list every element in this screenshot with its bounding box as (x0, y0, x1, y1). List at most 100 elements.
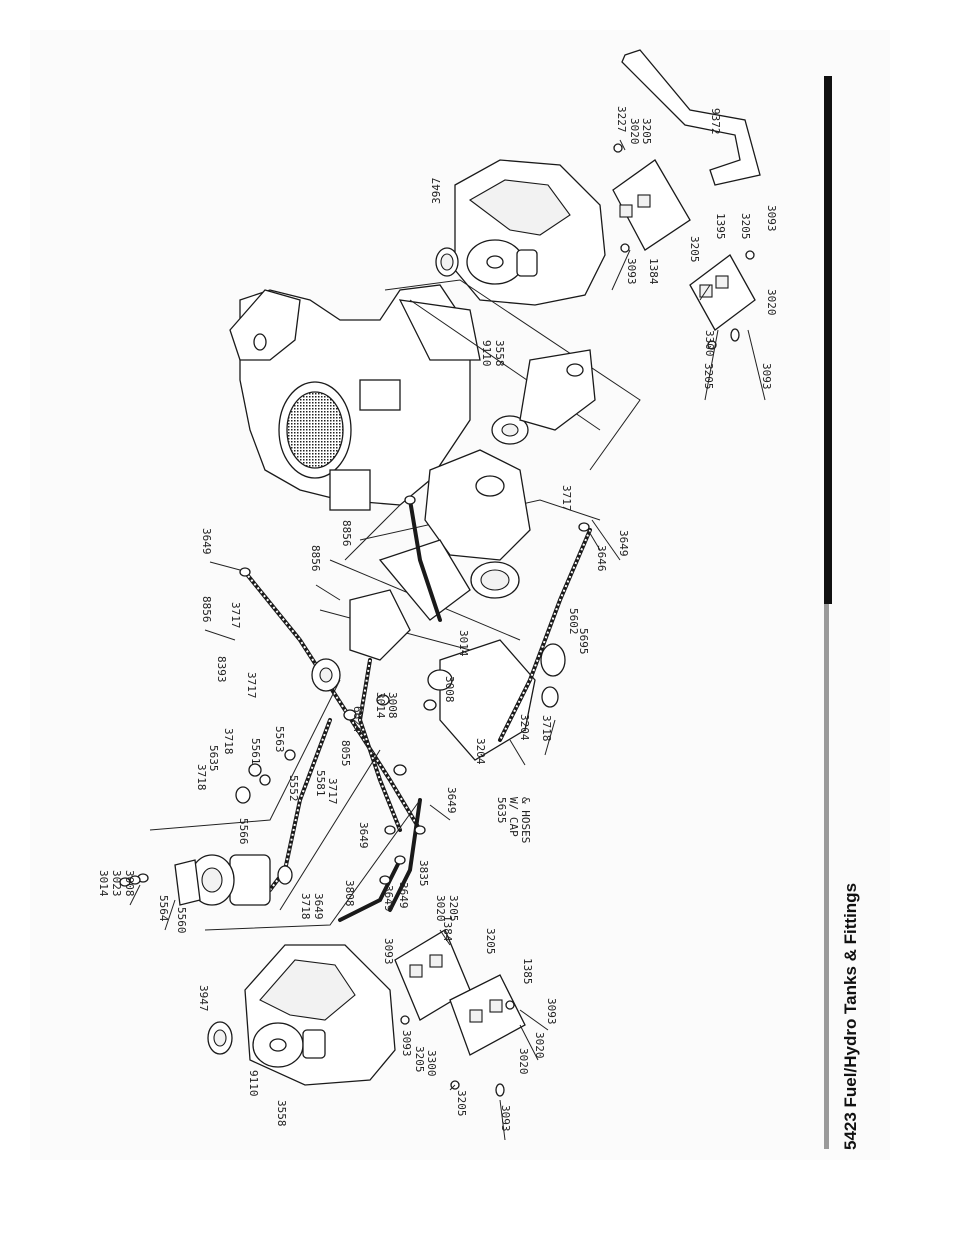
callout-3023: 3023 (110, 870, 123, 897)
callout-5635: 5635 (207, 745, 220, 772)
callout-3020: 3020 (533, 1032, 546, 1059)
callout-3718: 3718 (540, 715, 553, 742)
callout-3300: 3300 (425, 1050, 438, 1077)
callout-3717: 3717 (229, 602, 242, 629)
callout-9110: 9110 (247, 1070, 260, 1097)
callout-3649: 3649 (617, 530, 630, 557)
callout-3205: 3205 (640, 118, 653, 145)
callout-3020: 3020 (434, 895, 447, 922)
callout-3205: 3205 (447, 895, 460, 922)
callout-3093: 3093 (765, 205, 778, 232)
fuel-cap-right (435, 247, 459, 277)
callout-3558: 3558 (493, 340, 506, 367)
callout-8055: 8055 (339, 740, 352, 767)
callout-3008: 3008 (386, 692, 399, 719)
callout-1385: 1385 (521, 958, 534, 985)
callout-3008: 3008 (123, 870, 136, 897)
callout-3717: 3717 (326, 778, 339, 805)
callout-leaders (129, 139, 766, 1141)
callout-1395: 1395 (714, 213, 727, 240)
callout-3205: 3205 (413, 1046, 426, 1073)
callout-3717: 3717 (245, 672, 258, 699)
callout-3649: 3649 (445, 787, 458, 814)
callout-8393: 8393 (215, 656, 228, 683)
callout-5564: 5564 (157, 895, 170, 922)
callout-3205: 3205 (739, 213, 752, 240)
callout-3204: 3204 (518, 714, 531, 741)
callout-3947: 3947 (197, 985, 210, 1012)
fuel-tank-right (454, 159, 606, 306)
callout-3014: 3014 (374, 692, 387, 719)
callout-3093: 3093 (499, 1105, 512, 1132)
callout-5566: 5566 (237, 818, 250, 845)
callout-3649: 3649 (312, 893, 325, 920)
callout-3718: 3718 (195, 764, 208, 791)
callout-5560: 5560 (175, 907, 188, 934)
callout-6624: 6624 (351, 706, 364, 733)
tank-brackets-right (612, 143, 756, 350)
callout-5552: 5552 (287, 775, 300, 802)
callout-3835: 3835 (417, 860, 430, 887)
callout-3093: 3093 (760, 363, 773, 390)
callout-3093: 3093 (382, 938, 395, 965)
hydro-pump (424, 349, 596, 599)
callout-5563: 5563 (273, 726, 286, 753)
callout-8856: 8856 (309, 545, 322, 572)
callout-3205: 3205 (702, 363, 715, 390)
callout-3093: 3093 (625, 258, 638, 285)
hoses (243, 498, 592, 922)
tank-brackets-left (394, 929, 526, 1097)
hydro-filter (119, 854, 271, 906)
callout-3649: 3649 (200, 528, 213, 555)
callout-3717: 3717 (560, 485, 573, 512)
callout-3718: 3718 (299, 893, 312, 920)
callout-3008: 3008 (443, 676, 456, 703)
callout-3808: 3808 (343, 880, 356, 907)
callout-3646: 3646 (595, 545, 608, 572)
engine-assembly (229, 284, 481, 511)
callout-5635-hoses-note: & HOSES (519, 797, 532, 843)
callout-3020: 3020 (517, 1048, 530, 1075)
header-rule-bar (824, 76, 832, 604)
page-title: 5423 Fuel/Hydro Tanks & Fittings (841, 883, 860, 1150)
callout-9372: 9372 (709, 108, 722, 135)
callout-3014: 3014 (457, 630, 470, 657)
callout-3649: 3649 (357, 822, 370, 849)
callout-3020: 3020 (628, 118, 641, 145)
callout-3205: 3205 (484, 928, 497, 955)
callout-3947: 3947 (430, 178, 443, 205)
fuel-tank-left (244, 944, 396, 1086)
callout-8856: 8856 (340, 520, 353, 547)
callout-5581: 5581 (314, 770, 327, 797)
callout-1384: 1384 (441, 915, 454, 942)
callout-3649: 3649 (382, 885, 395, 912)
callout-3204: 3204 (474, 738, 487, 765)
leader-line (149, 679, 341, 831)
callout-8856: 8856 (200, 596, 213, 623)
callout-3300: 3300 (703, 330, 716, 357)
callout-3558: 3558 (275, 1100, 288, 1127)
callout-5602: 5602 (567, 608, 580, 635)
header-rule-faded (824, 604, 829, 1149)
callout-9110: 9110 (480, 340, 493, 367)
callout-1384: 1384 (647, 258, 660, 285)
hydro-reservoir (427, 639, 566, 761)
callout-3014: 3014 (97, 870, 110, 897)
leader-line (279, 749, 381, 911)
callout-5695: 5695 (577, 628, 590, 655)
fittings (235, 495, 590, 885)
callout-3718: 3718 (222, 728, 235, 755)
leader-line (204, 799, 421, 931)
fuel-cap-left (207, 1021, 233, 1055)
callout-5561: 5561 (249, 738, 262, 765)
callout-3227: 3227 (615, 106, 628, 133)
callout-3649: 3649 (397, 882, 410, 909)
callout-5635-cap-note: W/ CAP (507, 797, 520, 837)
callout-3093: 3093 (545, 998, 558, 1025)
callout-3020: 3020 (765, 289, 778, 316)
callout-3205: 3205 (455, 1090, 468, 1117)
callout-3205: 3205 (688, 236, 701, 263)
callout-3093: 3093 (400, 1030, 413, 1057)
